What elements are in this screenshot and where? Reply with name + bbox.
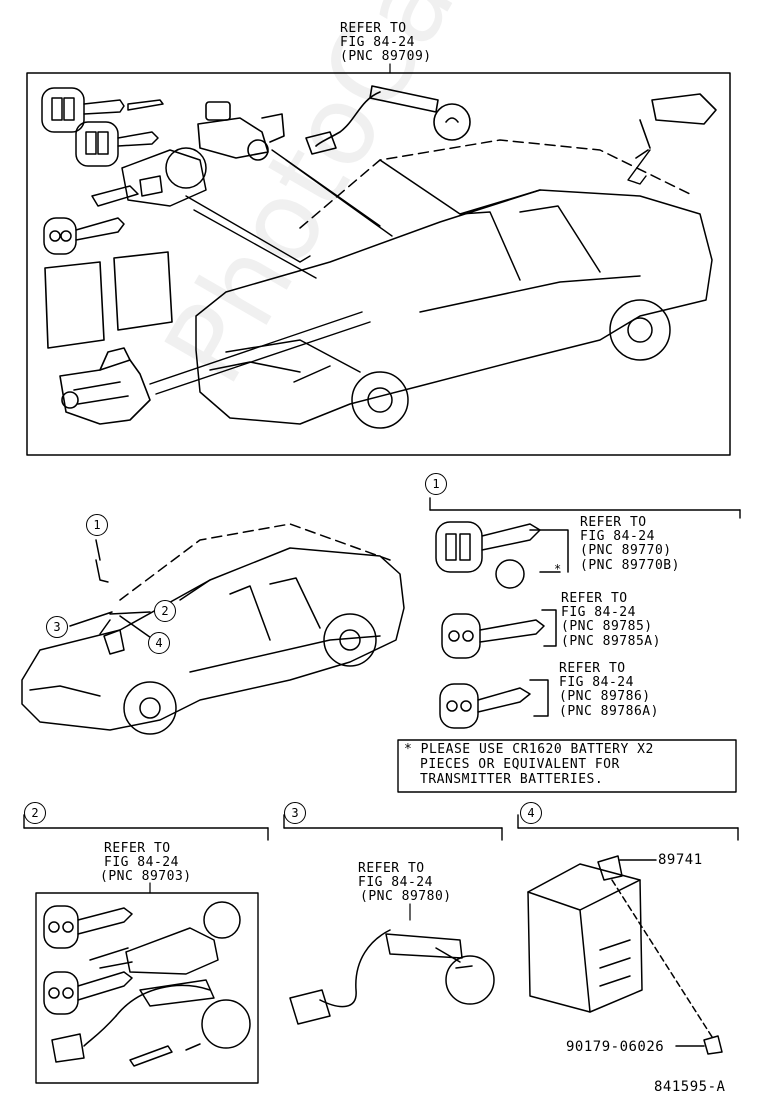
overview-callout-2: 2 — [154, 600, 176, 622]
top-callout-line1: REFER TO — [340, 21, 407, 36]
detail-1-number: 1 — [425, 473, 447, 495]
figure-id: 841595-A — [654, 1079, 726, 1095]
leader-arrows-top — [149, 149, 651, 395]
door-lock-assembly — [59, 347, 151, 425]
detail-2-bracket — [23, 814, 269, 841]
note-line1: * PLEASE USE CR1620 BATTERY X2 — [404, 742, 654, 757]
detail-1b-line3: (PNC 89785) — [561, 619, 653, 634]
detail-1a-line4: (PNC 89770B) — [580, 558, 680, 573]
part-number-89741: 89741 — [658, 852, 703, 868]
detail-1b-line2: FIG 84-24 — [561, 605, 636, 620]
part-number-90179-06026: 90179-06026 — [566, 1039, 665, 1055]
detail-4-bracket — [517, 814, 739, 841]
detail-1a-line3: (PNC 89770) — [580, 543, 672, 558]
detail-1c-line3: (PNC 89786) — [559, 689, 651, 704]
detail-1c-line1: REFER TO — [559, 661, 626, 676]
detail-1-keys — [435, 521, 569, 729]
detail-1-bracket — [429, 497, 741, 519]
detail-2-line1: REFER TO — [104, 841, 171, 856]
overview-callout-1: 1 — [86, 514, 108, 536]
detail-2-number: 2 — [24, 802, 46, 824]
detail-3-number: 3 — [284, 802, 306, 824]
detail-4-module — [527, 855, 723, 1055]
detail-1c-line2: FIG 84-24 — [559, 675, 634, 690]
detail-3-bracket — [283, 814, 503, 841]
overview-callout-3: 3 — [46, 616, 68, 638]
note-box-frame — [397, 739, 737, 793]
note-line2: PIECES OR EQUIVALENT FOR — [420, 757, 620, 772]
detail-3-line3: (PNC 89780) — [360, 889, 452, 904]
detail-1a-line1: REFER TO — [580, 515, 647, 530]
detail-4-number: 4 — [520, 802, 542, 824]
detail-1b-line1: REFER TO — [561, 591, 628, 606]
detail-3-line1: REFER TO — [358, 861, 425, 876]
vehicle-top — [195, 139, 713, 429]
overview-callout-4: 4 — [148, 632, 170, 654]
detail-2-parts — [43, 901, 251, 1067]
detail-1b-line4: (PNC 89785A) — [561, 634, 661, 649]
detail-2-line2: FIG 84-24 — [104, 855, 179, 870]
lock-cylinders-top — [197, 85, 717, 161]
detail-1a-line2: FIG 84-24 — [580, 529, 655, 544]
top-callout-line2: FIG 84-24 — [340, 35, 415, 50]
detail-1c-line4: (PNC 89786A) — [559, 704, 659, 719]
top-callout-line3: (PNC 89709) — [340, 49, 432, 64]
detail-3-line2: FIG 84-24 — [358, 875, 433, 890]
note-line3: TRANSMITTER BATTERIES. — [420, 772, 604, 787]
detail-3-antenna — [289, 929, 495, 1025]
key-cards — [44, 251, 173, 349]
top-panel-frame — [26, 72, 731, 456]
key-set-top-left — [41, 87, 207, 255]
vehicle-overview — [21, 523, 405, 735]
detail-2-frame — [35, 892, 259, 1084]
detail-1a-star: * — [554, 562, 562, 576]
detail-2-line3: (PNC 89703) — [100, 869, 192, 884]
